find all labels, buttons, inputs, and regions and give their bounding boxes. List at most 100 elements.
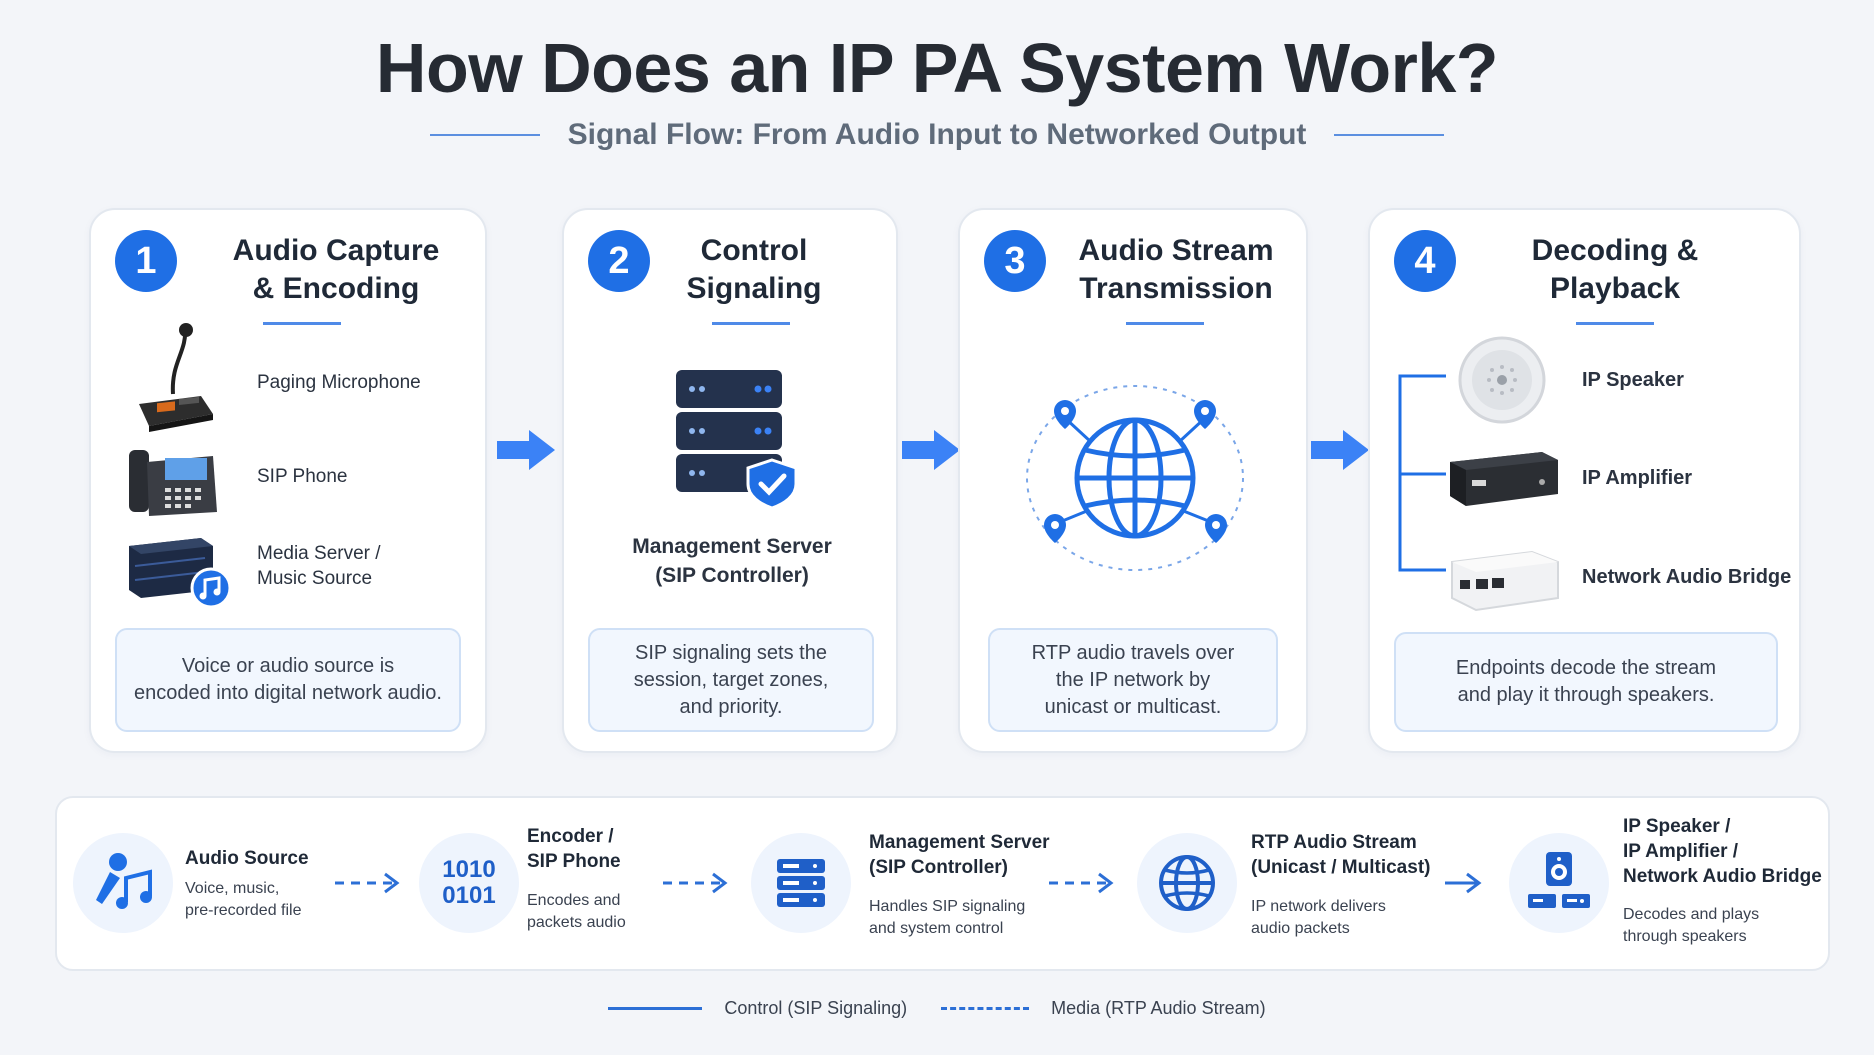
step-number-badge: 4 [1394, 230, 1456, 292]
step-title-line: Audio Capture [232, 234, 440, 267]
flow-node-desc: Decodes and plays through speakers [1623, 904, 1759, 948]
audio-source-node [73, 833, 173, 933]
flow-arrow-right-icon [497, 430, 555, 470]
media-server-icon [129, 538, 232, 609]
step-title: Audio Stream Transmission [1056, 232, 1296, 308]
flow-title-line: Management Server [869, 832, 1050, 853]
note-line: unicast or multicast. [1044, 695, 1222, 718]
step-title-line: Signaling [686, 272, 822, 305]
endpoints-node [1509, 833, 1609, 933]
step-title-line: Audio Stream [1078, 234, 1274, 267]
step-title: Control Signaling [654, 232, 854, 308]
flow-arrow-right-icon [1311, 430, 1369, 470]
step-card-3: 3 Audio Stream Transmission RTP audio tr… [958, 208, 1308, 753]
device-label-management-server: Management Server (SIP Controller) [564, 532, 900, 590]
step-title-line: Playback [1549, 272, 1681, 305]
sip-phone-icon [129, 450, 217, 516]
endpoint-connector [1398, 374, 1446, 572]
flow-desc-line: pre-recorded file [185, 902, 302, 919]
step-title-line: Transmission [1079, 272, 1273, 305]
flow-desc-line: and system control [869, 920, 1004, 937]
ip-amplifier-icon [1450, 452, 1558, 506]
flow-desc-line: through speakers [1623, 928, 1747, 945]
page-title: How Does an IP PA System Work? [375, 29, 1499, 107]
encoder-node: 1010 0101 [419, 833, 519, 933]
flow-node-desc: Encodes and packets audio [527, 890, 626, 934]
globe-network-icon [1026, 385, 1244, 571]
flow-title-line: RTP Audio Stream [1251, 832, 1417, 853]
step-card-2: 2 Control Signaling Management Server (S… [562, 208, 898, 753]
legend: Control (SIP Signaling) Media (RTP Audio… [0, 998, 1874, 1019]
flow-desc-line: audio packets [1251, 920, 1350, 937]
flow-title-line: IP Amplifier / [1623, 841, 1739, 862]
device-label-line: (SIP Controller) [655, 564, 809, 587]
binary-icon-line: 1010 [442, 856, 496, 883]
step-title-line: & Encoding [252, 272, 420, 305]
flow-title-line: SIP Phone [527, 851, 621, 872]
step-title-line: Decoding & [1531, 234, 1699, 267]
flow-title-line: (SIP Controller) [869, 857, 1008, 878]
step-description: Voice or audio source is encoded into di… [115, 628, 461, 732]
flow-title-line: Encoder / [527, 826, 614, 847]
device-label-line: Management Server [632, 535, 832, 558]
flow-title-line: IP Speaker / [1623, 816, 1731, 837]
title-underline [712, 322, 790, 325]
title-underline [263, 322, 341, 325]
flow-node-title: Audio Source [185, 848, 309, 869]
legend-control-label: Control (SIP Signaling) [724, 998, 908, 1018]
step-title: Decoding & Playback [1470, 232, 1760, 308]
media-dashed-arrow-icon [335, 872, 400, 894]
step-number-badge: 2 [588, 230, 650, 292]
note-line: encoded into digital network audio. [134, 682, 442, 704]
flow-desc-line: Decodes and plays [1623, 906, 1760, 923]
note-line: and play it through speakers. [1457, 684, 1715, 706]
device-label-network-audio-bridge: Network Audio Bridge [1582, 566, 1792, 588]
device-label-media-server: Media Server / Music Source [257, 541, 381, 591]
speaker-icon [1528, 852, 1590, 908]
note-line: Voice or audio source is [181, 655, 395, 677]
device-label-paging-microphone: Paging Microphone [257, 372, 421, 393]
rtp-stream-node [1137, 833, 1237, 933]
note-line: Endpoints decode the stream [1455, 657, 1717, 679]
step-number-badge: 1 [115, 230, 177, 292]
network-audio-bridge-icon [1451, 550, 1559, 612]
device-label-sip-phone: SIP Phone [257, 466, 348, 487]
note-line: the IP network by [1055, 668, 1211, 691]
subtitle-line-left [429, 134, 540, 136]
ip-speaker-icon [1458, 336, 1546, 424]
flow-desc-line: packets audio [527, 914, 626, 931]
legend-solid-line [608, 1007, 703, 1010]
media-dashed-arrow-icon [663, 872, 728, 894]
binary-icon-line: 0101 [442, 882, 496, 909]
device-label-line: Media Server / [257, 543, 381, 564]
arrow-right-icon [1445, 872, 1482, 894]
paging-microphone-icon [139, 323, 213, 432]
flow-node-desc: IP network delivers audio packets [1251, 896, 1386, 940]
note-line: session, target zones, [633, 668, 829, 691]
management-server-icon [676, 370, 798, 508]
step-description: SIP signaling sets the session, target z… [588, 628, 874, 732]
flow-arrow-right-icon [902, 430, 960, 470]
server-icon [777, 859, 825, 907]
flow-node-title: Encoder / SIP Phone [527, 824, 621, 874]
subtitle-line-right [1334, 134, 1445, 136]
flow-desc-line: Handles SIP signaling [869, 898, 1026, 915]
flow-node-title: Management Server (SIP Controller) [869, 830, 1050, 880]
note-line: SIP signaling sets the [635, 641, 827, 664]
step-card-1: 1 Audio Capture & Encoding Paging Microp… [89, 208, 487, 753]
flow-node-desc: Voice, music, pre-recorded file [185, 878, 302, 922]
step-title: Audio Capture & Encoding [191, 232, 481, 308]
management-server-node [751, 833, 851, 933]
flow-node-desc: Handles SIP signaling and system control [869, 896, 1025, 940]
flow-desc-line: IP network delivers [1251, 898, 1386, 915]
step-number-badge: 3 [984, 230, 1046, 292]
device-label-ip-speaker: IP Speaker [1582, 369, 1684, 391]
signal-flow-summary: Audio Source Voice, music, pre-recorded … [55, 796, 1830, 971]
step-description: RTP audio travels over the IP network by… [988, 628, 1278, 732]
device-label-line: Music Source [257, 568, 373, 589]
flow-node-title: RTP Audio Stream (Unicast / Multicast) [1251, 830, 1430, 880]
note-line: RTP audio travels over [1031, 641, 1235, 664]
step-title-line: Control [700, 234, 808, 267]
music-note-icon [96, 853, 152, 909]
page-subtitle: Signal Flow: From Audio Input to Network… [567, 118, 1307, 151]
